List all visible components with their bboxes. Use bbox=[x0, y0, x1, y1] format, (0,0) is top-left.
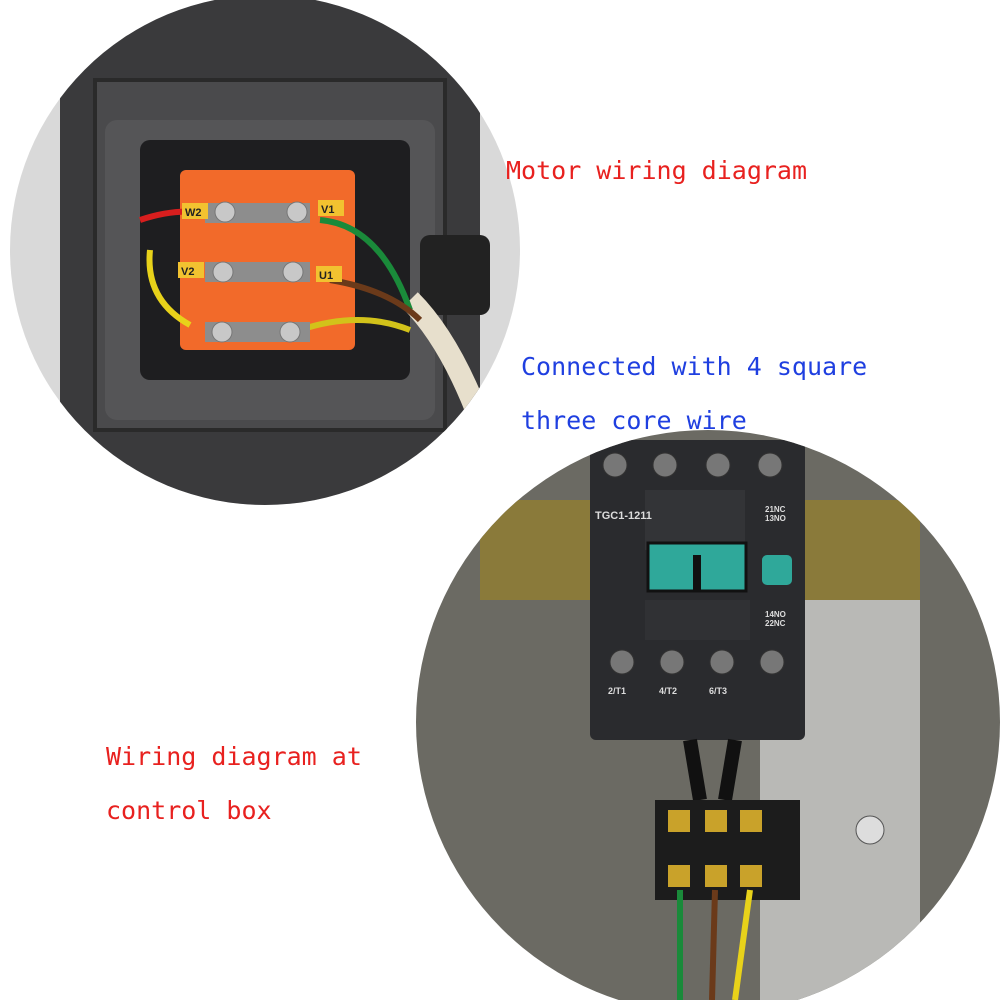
terminal-label-v1: V1 bbox=[321, 204, 334, 216]
aux-label-14no: 14NO bbox=[765, 610, 786, 619]
caption-connected-line2: three core wire bbox=[521, 406, 747, 435]
control-box-photo: TGC1-1211 21NC 13NO 14NO 22NC 2/T1 4/T2 … bbox=[416, 430, 1000, 1000]
aux-label-21nc: 21NC bbox=[765, 505, 786, 514]
terminal-6t3: 6/T3 bbox=[709, 686, 727, 696]
terminal-label-u1: U1 bbox=[319, 270, 333, 282]
terminal-label-v2: V2 bbox=[181, 266, 194, 278]
aux-label-13no: 13NO bbox=[765, 514, 786, 523]
aux-label-22nc: 22NC bbox=[765, 619, 786, 628]
caption-connected-line1: Connected with 4 square bbox=[521, 352, 868, 381]
caption-motor-wiring: Motor wiring diagram bbox=[506, 156, 808, 185]
caption-control-line2: control box bbox=[106, 796, 272, 825]
terminal-4t2: 4/T2 bbox=[659, 686, 677, 696]
caption-control-line1: Wiring diagram at bbox=[106, 742, 362, 771]
contactor-model: TGC1-1211 bbox=[595, 510, 652, 522]
terminal-2t1: 2/T1 bbox=[608, 686, 626, 696]
terminal-label-w2: W2 bbox=[185, 207, 202, 219]
